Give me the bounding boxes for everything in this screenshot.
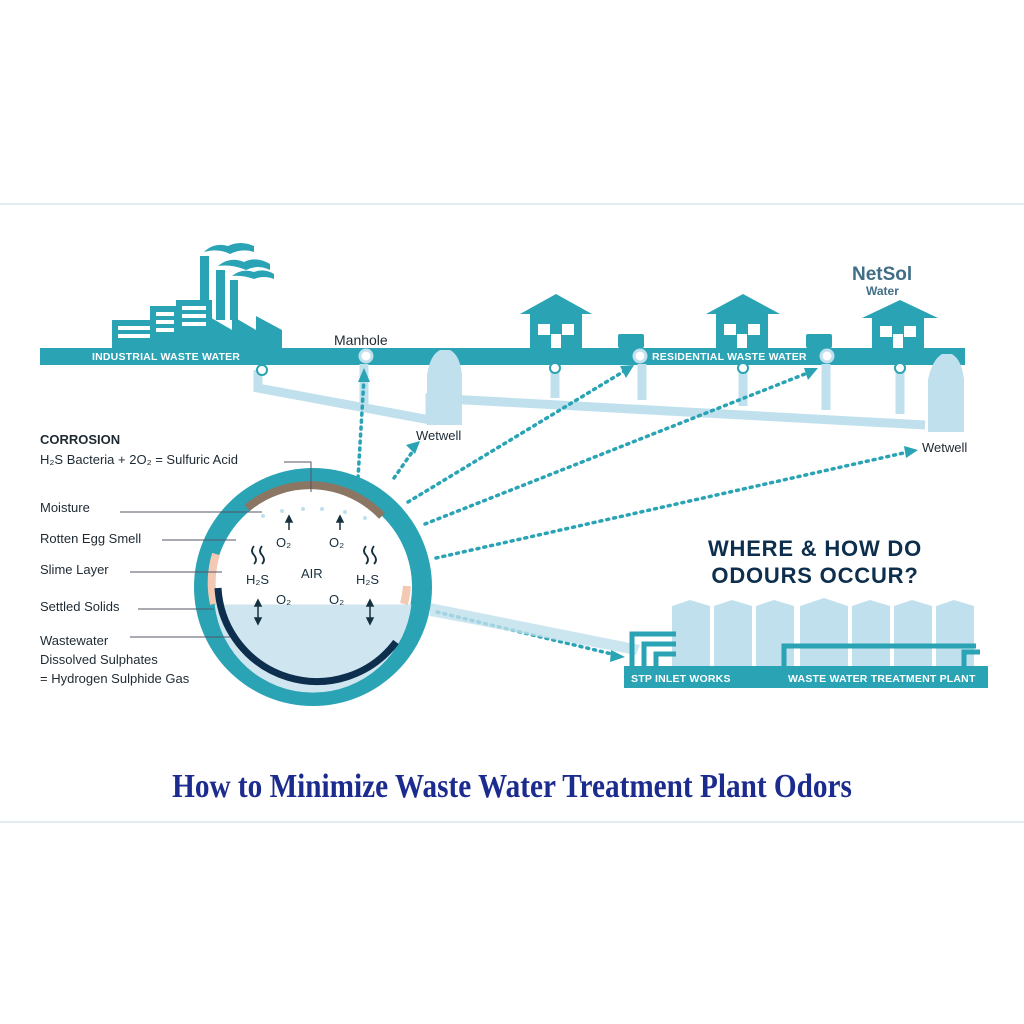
headline-line-2: ODOURS OCCUR? bbox=[711, 563, 919, 588]
manhole-label: Manhole bbox=[334, 332, 388, 348]
wetwell-left-label: Wetwell bbox=[416, 428, 462, 443]
wetwell-right-tank bbox=[928, 354, 964, 432]
pipe-cross-section bbox=[194, 468, 432, 706]
air-label: AIR bbox=[301, 566, 323, 581]
main-pipeline bbox=[40, 348, 965, 365]
factory-icon bbox=[112, 243, 282, 350]
page-title: How to Minimize Waste Water Treatment Pl… bbox=[172, 768, 852, 805]
waste-water-treatment-plant-label: WASTE WATER TREATMENT PLANT bbox=[788, 673, 976, 685]
o2-label-bottom-right: O₂ bbox=[329, 592, 345, 607]
industrial-waste-water-label: INDUSTRIAL WASTE WATER bbox=[92, 351, 241, 363]
gas-arrows bbox=[253, 514, 375, 626]
treatment-plant bbox=[624, 598, 988, 688]
house-windows bbox=[538, 324, 916, 348]
factory-windows bbox=[118, 306, 206, 338]
o2-label-top-right: O₂ bbox=[329, 535, 345, 550]
headline-line-1: WHERE & HOW DO bbox=[707, 536, 923, 561]
wetwell-left-tank bbox=[427, 350, 462, 425]
layer-label-dissolved-sulphates: Dissolved Sulphates bbox=[40, 652, 158, 667]
moisture-droplets bbox=[261, 507, 367, 520]
logo-name: NetSol bbox=[852, 264, 913, 285]
layer-label-rotten-egg-smell: Rotten Egg Smell bbox=[40, 531, 142, 546]
o2-label-top-left: O₂ bbox=[276, 535, 292, 550]
leader-lines bbox=[120, 461, 312, 638]
logo-sub: Water bbox=[866, 284, 899, 298]
netsol-water-logo: NetSol Water bbox=[852, 264, 913, 300]
layer-label-settled-solids: Settled Solids bbox=[40, 599, 120, 614]
layer-label-hydrogen-sulphide: = Hydrogen Sulphide Gas bbox=[40, 671, 190, 686]
smell-wave-icons bbox=[251, 545, 377, 565]
cars bbox=[618, 334, 832, 348]
stp-inlet-works-label: STP INLET WORKS bbox=[631, 673, 731, 685]
layer-label-wastewater: Wastewater bbox=[40, 633, 109, 648]
wetwell-right-label: Wetwell bbox=[922, 440, 968, 455]
corrosion-heading: CORROSION bbox=[40, 432, 121, 447]
h2s-label-right: H₂S bbox=[356, 572, 380, 587]
residential-waste-water-label: RESIDENTIAL WASTE WATER bbox=[652, 351, 807, 363]
o2-label-bottom-left: O₂ bbox=[276, 592, 292, 607]
arrowheads bbox=[358, 365, 918, 662]
pipe-connectors bbox=[256, 362, 906, 376]
h2s-label-left: H₂S bbox=[246, 572, 270, 587]
corrosion-formula: H₂S Bacteria + 2O₂ = Sulfuric Acid bbox=[40, 452, 238, 467]
layer-label-slime-layer: Slime Layer bbox=[40, 562, 109, 577]
layer-label-moisture: Moisture bbox=[40, 500, 90, 515]
outflow-band bbox=[430, 603, 640, 655]
headline: WHERE & HOW DO ODOURS OCCUR? bbox=[680, 535, 950, 589]
manhole-points bbox=[358, 348, 835, 364]
